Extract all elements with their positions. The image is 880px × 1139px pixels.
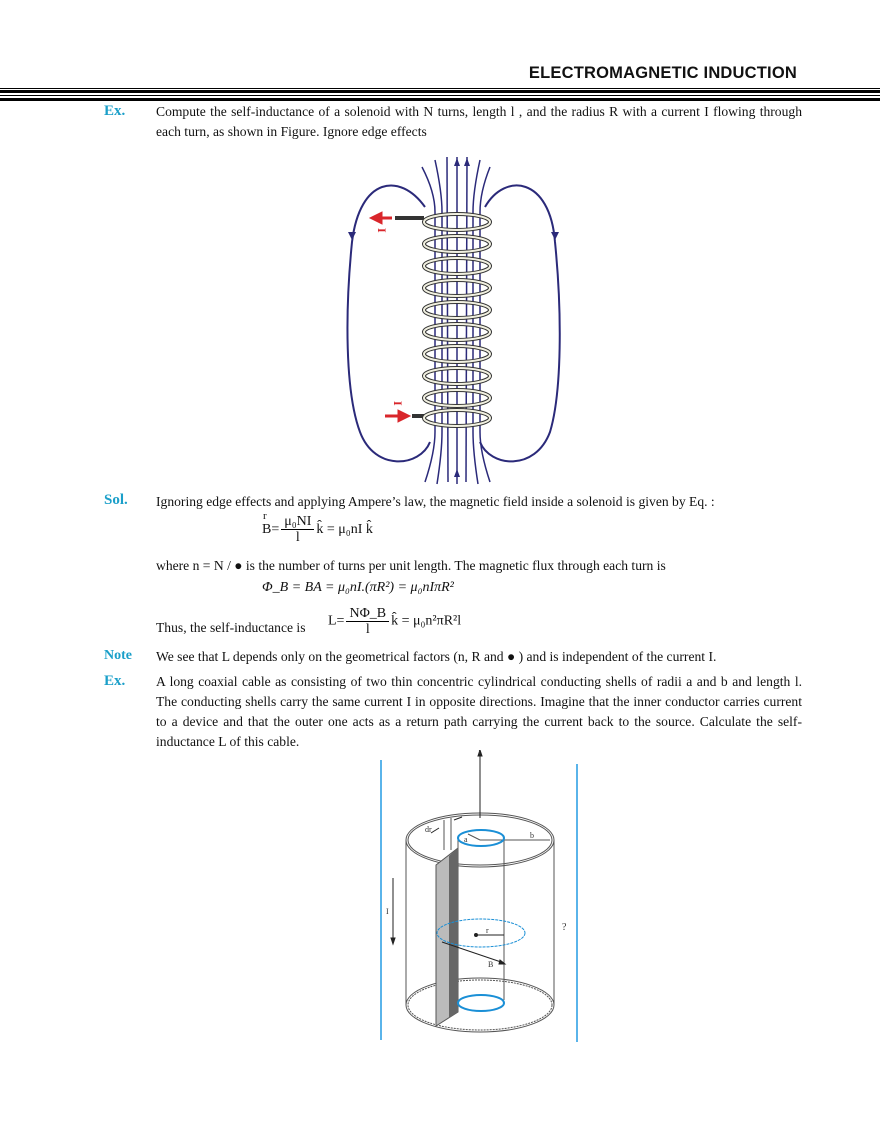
current-in-arrow-icon [397, 409, 412, 423]
example-text: Compute the self-inductance of a solenoi… [156, 104, 802, 139]
header-rule [0, 90, 880, 93]
running-header: ELECTROMAGNETIC INDUCTION [528, 64, 797, 82]
solenoid-figure: I I [346, 156, 561, 485]
equation-flux: Φ_B = BA = μ₀nI.(πR²) = μ₀nIπR² [262, 580, 454, 595]
header-rule [0, 95, 880, 96]
fig-label: ? [562, 922, 567, 933]
fig-label: r [486, 926, 489, 935]
fig-label: a [464, 835, 468, 844]
coaxial-cable-figure: I dr a b I r B ? [380, 750, 578, 1042]
current-label: I [375, 228, 389, 233]
solution-intro: Ignoring edge effects and applying Amper… [156, 494, 715, 509]
note-text: We see that L depends only on the geomet… [156, 649, 717, 664]
example-label: Ex. [104, 673, 126, 689]
fig-label: b [530, 831, 534, 840]
fig-label: B [488, 960, 493, 969]
current-label: I [391, 401, 405, 406]
example-text: A long coaxial cable as consisting of tw… [156, 674, 802, 749]
example-label: Ex. [104, 103, 126, 119]
solution-label: Sol. [104, 492, 128, 508]
fig-label: I [386, 907, 389, 916]
header-rule [0, 88, 880, 89]
solution-thus: Thus, the self-inductance is [156, 620, 306, 635]
header-rule [0, 98, 880, 101]
fig-label: I [478, 750, 481, 756]
solution-where: where n = N / ● is the number of turns p… [156, 558, 666, 573]
current-out-arrow-icon [368, 211, 383, 225]
note-label: Note [104, 648, 132, 663]
fig-label: dr [425, 825, 432, 834]
